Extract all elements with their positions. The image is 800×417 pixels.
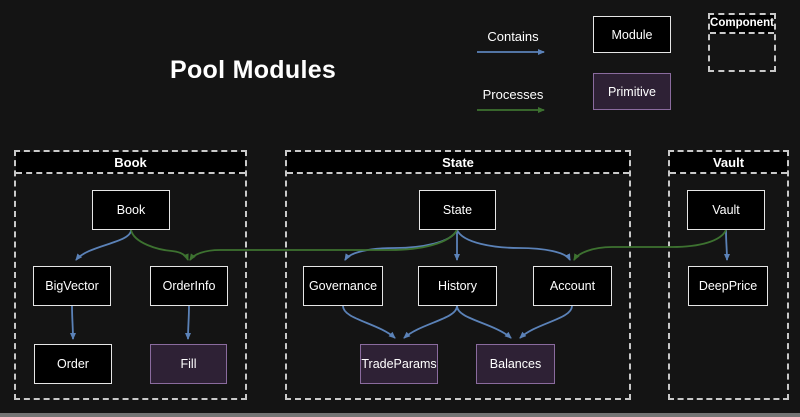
vault-container: Vault bbox=[668, 150, 789, 400]
node-order: Order bbox=[34, 344, 112, 384]
node-tradeparams: TradeParams bbox=[360, 344, 438, 384]
node-deepprice: DeepPrice bbox=[688, 266, 768, 306]
node-orderinfo: OrderInfo bbox=[150, 266, 228, 306]
node-book: Book bbox=[92, 190, 170, 230]
legend-component-box: Component bbox=[708, 13, 776, 72]
node-account: Account bbox=[533, 266, 612, 306]
book-container: Book bbox=[14, 150, 247, 400]
node-governance: Governance bbox=[303, 266, 383, 306]
node-balances: Balances bbox=[476, 344, 555, 384]
node-vault: Vault bbox=[687, 190, 765, 230]
legend-processes-label: Processes bbox=[482, 87, 544, 102]
legend-component-label: Component bbox=[710, 15, 774, 34]
book-container-header: Book bbox=[16, 152, 245, 174]
diagram-title: Pool Modules bbox=[170, 56, 337, 84]
legend-module-box: Module bbox=[593, 16, 671, 53]
node-bigvector: BigVector bbox=[33, 266, 111, 306]
node-state: State bbox=[419, 190, 496, 230]
window-bottom-edge bbox=[0, 413, 800, 417]
vault-container-header: Vault bbox=[670, 152, 787, 174]
node-fill: Fill bbox=[150, 344, 227, 384]
node-history: History bbox=[418, 266, 497, 306]
state-container: State bbox=[285, 150, 631, 400]
state-container-header: State bbox=[287, 152, 629, 174]
legend-contains-label: Contains bbox=[487, 29, 539, 44]
legend-primitive-box: Primitive bbox=[593, 73, 671, 110]
